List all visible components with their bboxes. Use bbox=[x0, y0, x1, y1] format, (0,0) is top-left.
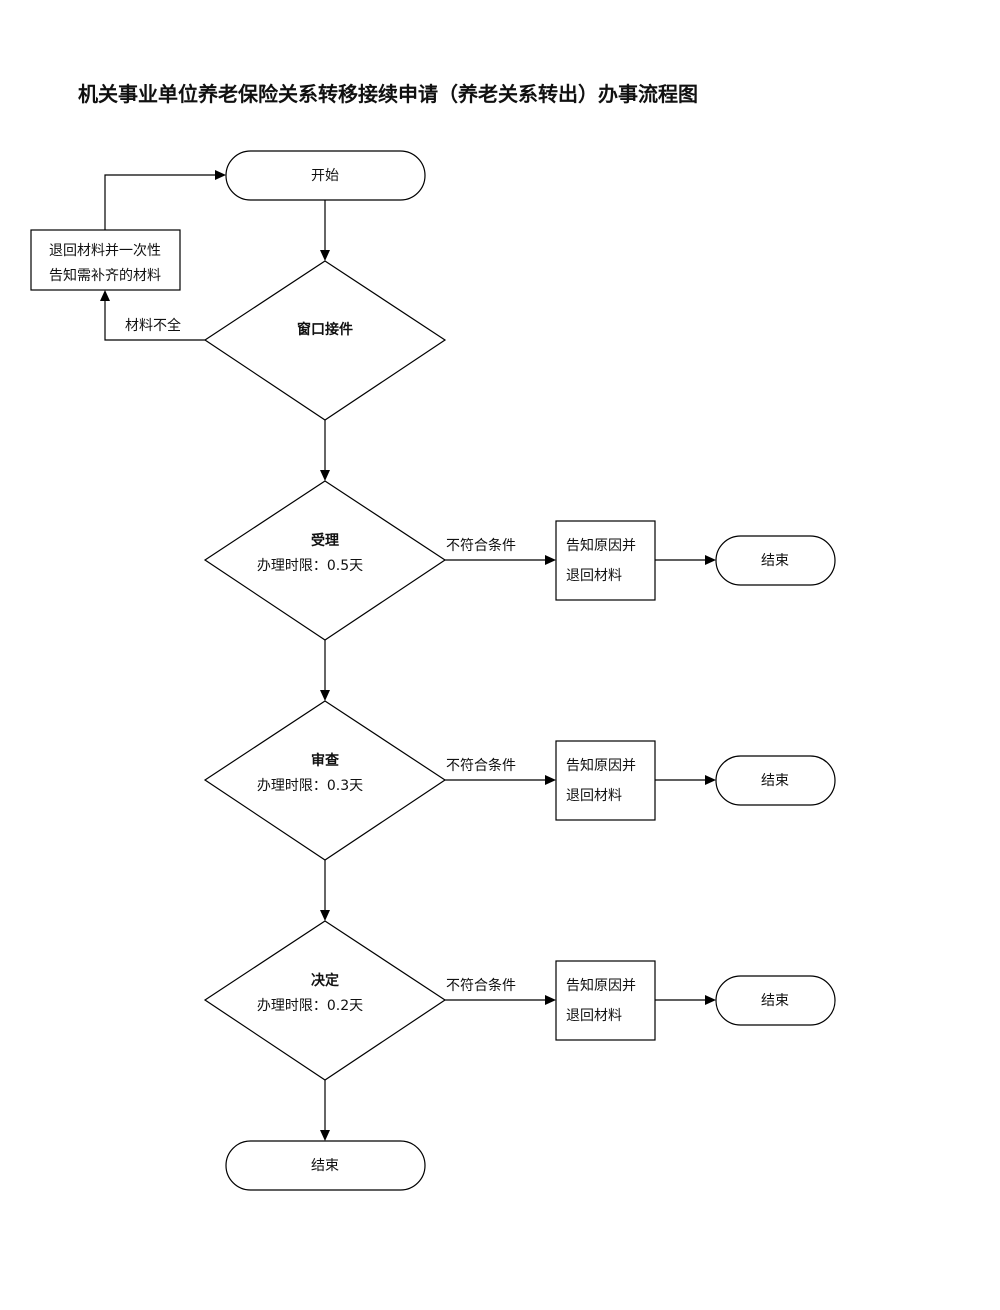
arrow-head bbox=[705, 555, 716, 565]
arrow-head bbox=[320, 250, 330, 261]
arrow-head bbox=[100, 290, 110, 301]
reject-box-line1: 告知原因并 bbox=[566, 977, 636, 994]
step-label: 决定 bbox=[311, 972, 339, 989]
window-label: 窗口接件 bbox=[297, 321, 353, 338]
window-decision bbox=[203, 260, 447, 421]
end-label: 结束 bbox=[761, 773, 789, 789]
step-label: 审查 bbox=[311, 752, 340, 769]
reject-box bbox=[555, 960, 656, 1041]
return-box bbox=[30, 229, 181, 291]
end-label: 结束 bbox=[761, 993, 789, 1009]
arrow-head bbox=[320, 910, 330, 921]
reject-box bbox=[555, 520, 656, 601]
reject-label: 不符合条件 bbox=[446, 977, 516, 994]
reject-box bbox=[555, 740, 656, 821]
reject-box-line1: 告知原因并 bbox=[566, 537, 636, 554]
arrow-head bbox=[320, 470, 330, 481]
arrow-head bbox=[215, 170, 226, 180]
end-label: 结束 bbox=[761, 553, 789, 569]
step-limit: 办理时限：0.2天 bbox=[257, 998, 363, 1014]
end-node bbox=[715, 535, 836, 586]
reject-label: 不符合条件 bbox=[446, 757, 516, 774]
reject-box-line2: 退回材料 bbox=[566, 1008, 622, 1024]
end-node bbox=[715, 975, 836, 1026]
arrow-head bbox=[545, 775, 556, 785]
connector bbox=[104, 174, 216, 230]
step-limit: 办理时限：0.5天 bbox=[257, 558, 363, 574]
reject-label: 不符合条件 bbox=[446, 537, 516, 554]
arrow-head bbox=[320, 690, 330, 701]
return-box-line1: 退回材料并一次性 bbox=[49, 243, 161, 259]
arrow-head bbox=[320, 1130, 330, 1141]
incomplete-label: 材料不全 bbox=[125, 317, 181, 334]
start-label: 开始 bbox=[311, 168, 339, 184]
reject-box-line1: 告知原因并 bbox=[566, 757, 636, 774]
arrow-head bbox=[545, 555, 556, 565]
reject-box-line2: 退回材料 bbox=[566, 568, 622, 584]
final-end-label: 结束 bbox=[311, 1158, 339, 1174]
return-box-line2: 告知需补齐的材料 bbox=[49, 267, 161, 284]
arrow-head bbox=[705, 775, 716, 785]
final-end-node bbox=[225, 1140, 426, 1191]
end-node bbox=[715, 755, 836, 806]
reject-box-line2: 退回材料 bbox=[566, 788, 622, 804]
connector bbox=[104, 300, 205, 341]
arrow-head bbox=[705, 995, 716, 1005]
step-limit: 办理时限：0.3天 bbox=[257, 778, 363, 794]
step-label: 受理 bbox=[311, 532, 339, 549]
page-title: 机关事业单位养老保险关系转移接续申请（养老关系转出）办事流程图 bbox=[78, 82, 698, 106]
arrow-head bbox=[545, 995, 556, 1005]
